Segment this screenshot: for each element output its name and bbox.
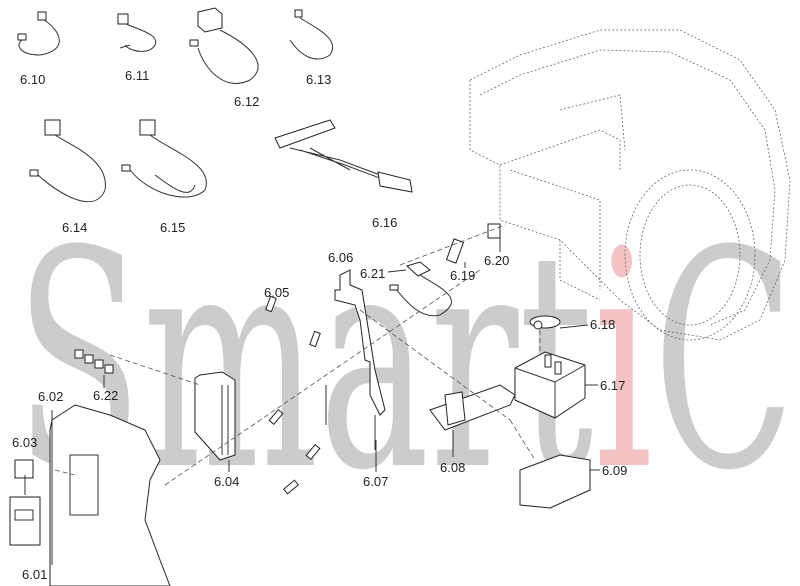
assembly-lines — [54, 224, 541, 486]
label-6.01[interactable]: 6.01 — [22, 567, 47, 582]
part-6.21-sensor — [389, 261, 452, 317]
label-6.07[interactable]: 6.07 — [363, 474, 388, 489]
label-6.09[interactable]: 6.09 — [602, 463, 627, 478]
label-6.02[interactable]: 6.02 — [38, 389, 63, 404]
label-6.21[interactable]: 6.21 — [360, 266, 385, 281]
part-6.06-bracket — [334, 269, 386, 416]
part-6.17-transformer — [514, 351, 586, 419]
part-6.20-switch — [487, 223, 501, 239]
label-6.05[interactable]: 6.05 — [264, 285, 289, 300]
label-6.17[interactable]: 6.17 — [600, 378, 625, 393]
part-6.19-tube — [445, 238, 465, 264]
part-6.13-cable — [289, 9, 333, 60]
label-6.03[interactable]: 6.03 — [12, 435, 37, 450]
part-6.11-cable — [117, 13, 157, 52]
part-labels: 6.10 6.11 6.12 6.13 6.14 6.15 6.16 6.06 … — [12, 68, 627, 582]
label-6.11[interactable]: 6.11 — [125, 68, 149, 83]
part-6.02-cover — [49, 404, 171, 586]
part-6.01-display — [9, 496, 41, 546]
part-6.07-screws — [325, 385, 376, 450]
watermark-accent-letter: i — [593, 186, 652, 536]
label-6.20[interactable]: 6.20 — [484, 253, 509, 268]
part-6.10-cable — [17, 11, 60, 56]
label-6.13[interactable]: 6.13 — [306, 72, 331, 87]
part-6.03-knob — [14, 459, 34, 479]
label-6.08[interactable]: 6.08 — [440, 460, 465, 475]
part-6.15-cable — [121, 119, 207, 198]
label-6.18[interactable]: 6.18 — [590, 317, 615, 332]
part-6.14-cable — [29, 119, 106, 203]
label-6.10[interactable]: 6.10 — [20, 72, 45, 87]
part-6.22-connectors — [74, 349, 114, 374]
label-6.06[interactable]: 6.06 — [328, 250, 353, 265]
part-6.09-relay — [519, 454, 591, 509]
part-6.04-control-board — [194, 371, 236, 461]
label-6.04[interactable]: 6.04 — [214, 474, 239, 489]
label-6.16[interactable]: 6.16 — [372, 215, 397, 230]
part-6.12-cable — [189, 7, 259, 84]
burner-housing — [469, 29, 791, 341]
leader-lines — [24, 238, 600, 565]
part-6.05-spacers — [265, 295, 321, 495]
part-6.18-flange — [529, 315, 561, 330]
part-6.08-rail — [429, 384, 516, 431]
label-6.15[interactable]: 6.15 — [160, 220, 185, 235]
watermark-text-after: Co — [653, 186, 800, 536]
label-6.14[interactable]: 6.14 — [62, 220, 87, 235]
label-6.19[interactable]: 6.19 — [450, 268, 475, 283]
label-6.22[interactable]: 6.22 — [93, 388, 118, 403]
label-6.12[interactable]: 6.12 — [234, 94, 259, 109]
part-6.16-harness — [274, 119, 413, 193]
